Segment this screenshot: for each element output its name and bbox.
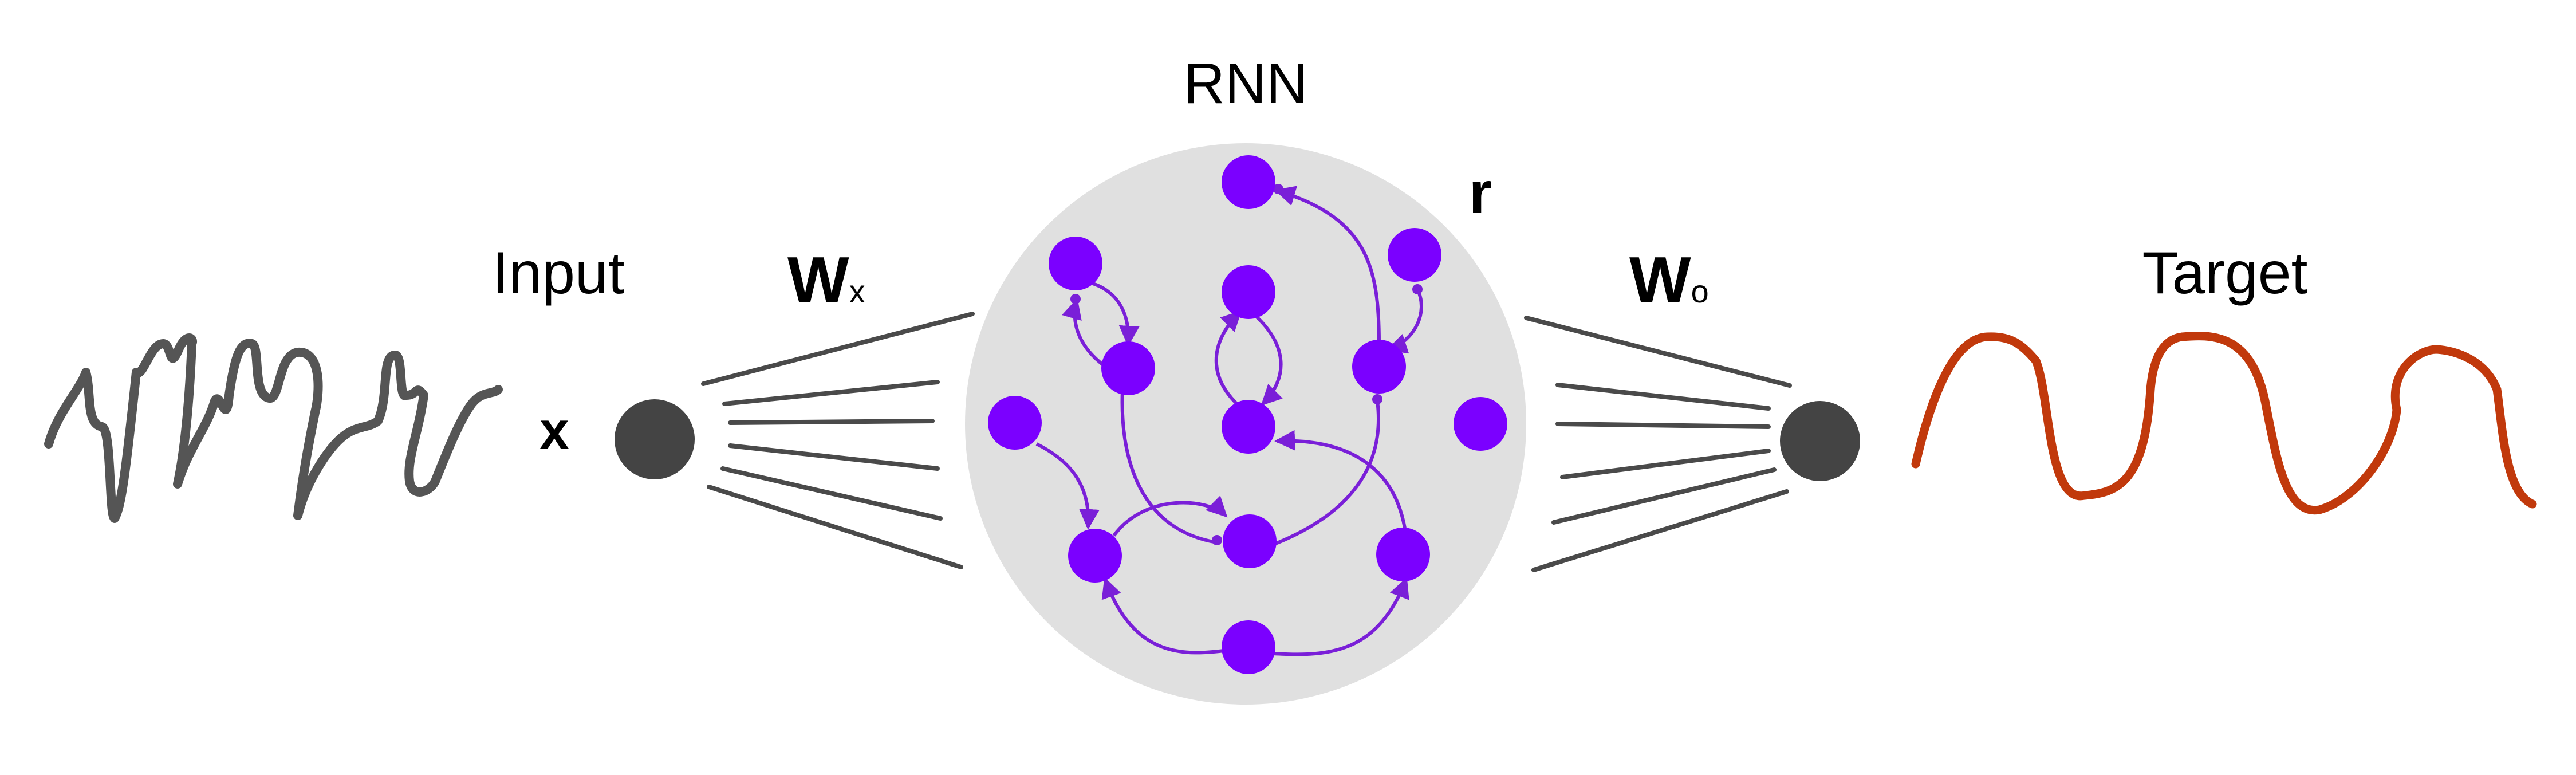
wo-label: Wo: [1629, 244, 1709, 317]
neuron-5: [1101, 341, 1155, 395]
endpoint-n1: [1273, 184, 1283, 194]
input-weight-lines: [701, 312, 975, 569]
wx-label-subscript: x: [849, 273, 865, 309]
recurrent-connections: [1035, 186, 1423, 656]
connection-n10-to-n11: [1112, 495, 1228, 537]
neuron-13: [1222, 620, 1275, 674]
input-signal-waveform: [44, 333, 503, 523]
connection-n13-to-n10: [1101, 577, 1229, 655]
input-label: Input: [492, 240, 624, 306]
neuron-3: [1388, 228, 1441, 282]
rnn-title: RNN: [1184, 52, 1308, 116]
target-signal-waveform: [1911, 332, 2537, 515]
connection-n3-to-n2: [1386, 288, 1423, 354]
endpoint-n2: [1372, 394, 1382, 404]
connection-n5-to-n11: [1120, 389, 1218, 544]
target-label: Target: [2142, 240, 2307, 306]
connection-n11-to-n7: [1273, 400, 1380, 546]
rnn-neurons: [988, 155, 1507, 674]
endpoint-n4: [1070, 294, 1081, 304]
connection-n12-to-n7: [1274, 430, 1408, 536]
neuron-6: [1222, 265, 1275, 319]
output-node: [1780, 401, 1860, 481]
wx-label: Wx: [787, 244, 865, 317]
connection-n2-to-n1: [1274, 186, 1381, 344]
connection-n8-to-n10: [1035, 442, 1100, 530]
neuron-11: [1223, 514, 1277, 568]
rnn-state-r: r: [1469, 160, 1492, 226]
neuron-4: [1049, 237, 1102, 290]
input-node: [615, 399, 695, 479]
connection-endpoints: [1070, 184, 1423, 545]
input-variable-x: x: [539, 402, 569, 460]
neuron-8: [988, 396, 1042, 450]
neuron-10: [1068, 529, 1122, 583]
neuron-12: [1376, 528, 1430, 581]
output-weight-lines: [1524, 316, 1792, 572]
endpoint-n11: [1212, 535, 1222, 545]
connection-n13-to-n12: [1262, 577, 1409, 656]
endpoint-n3: [1412, 284, 1423, 294]
wo-label-subscript: o: [1691, 273, 1709, 309]
neuron-1: [1222, 155, 1275, 209]
wx-label-main: W: [787, 244, 849, 317]
connection-n7-to-n6: [1214, 310, 1242, 408]
wo-label-main: W: [1629, 244, 1691, 317]
connection-n6-to-n7: [1250, 310, 1283, 406]
neuron-9: [1454, 397, 1507, 451]
neuron-7: [1222, 400, 1275, 454]
neuron-2: [1352, 340, 1406, 394]
